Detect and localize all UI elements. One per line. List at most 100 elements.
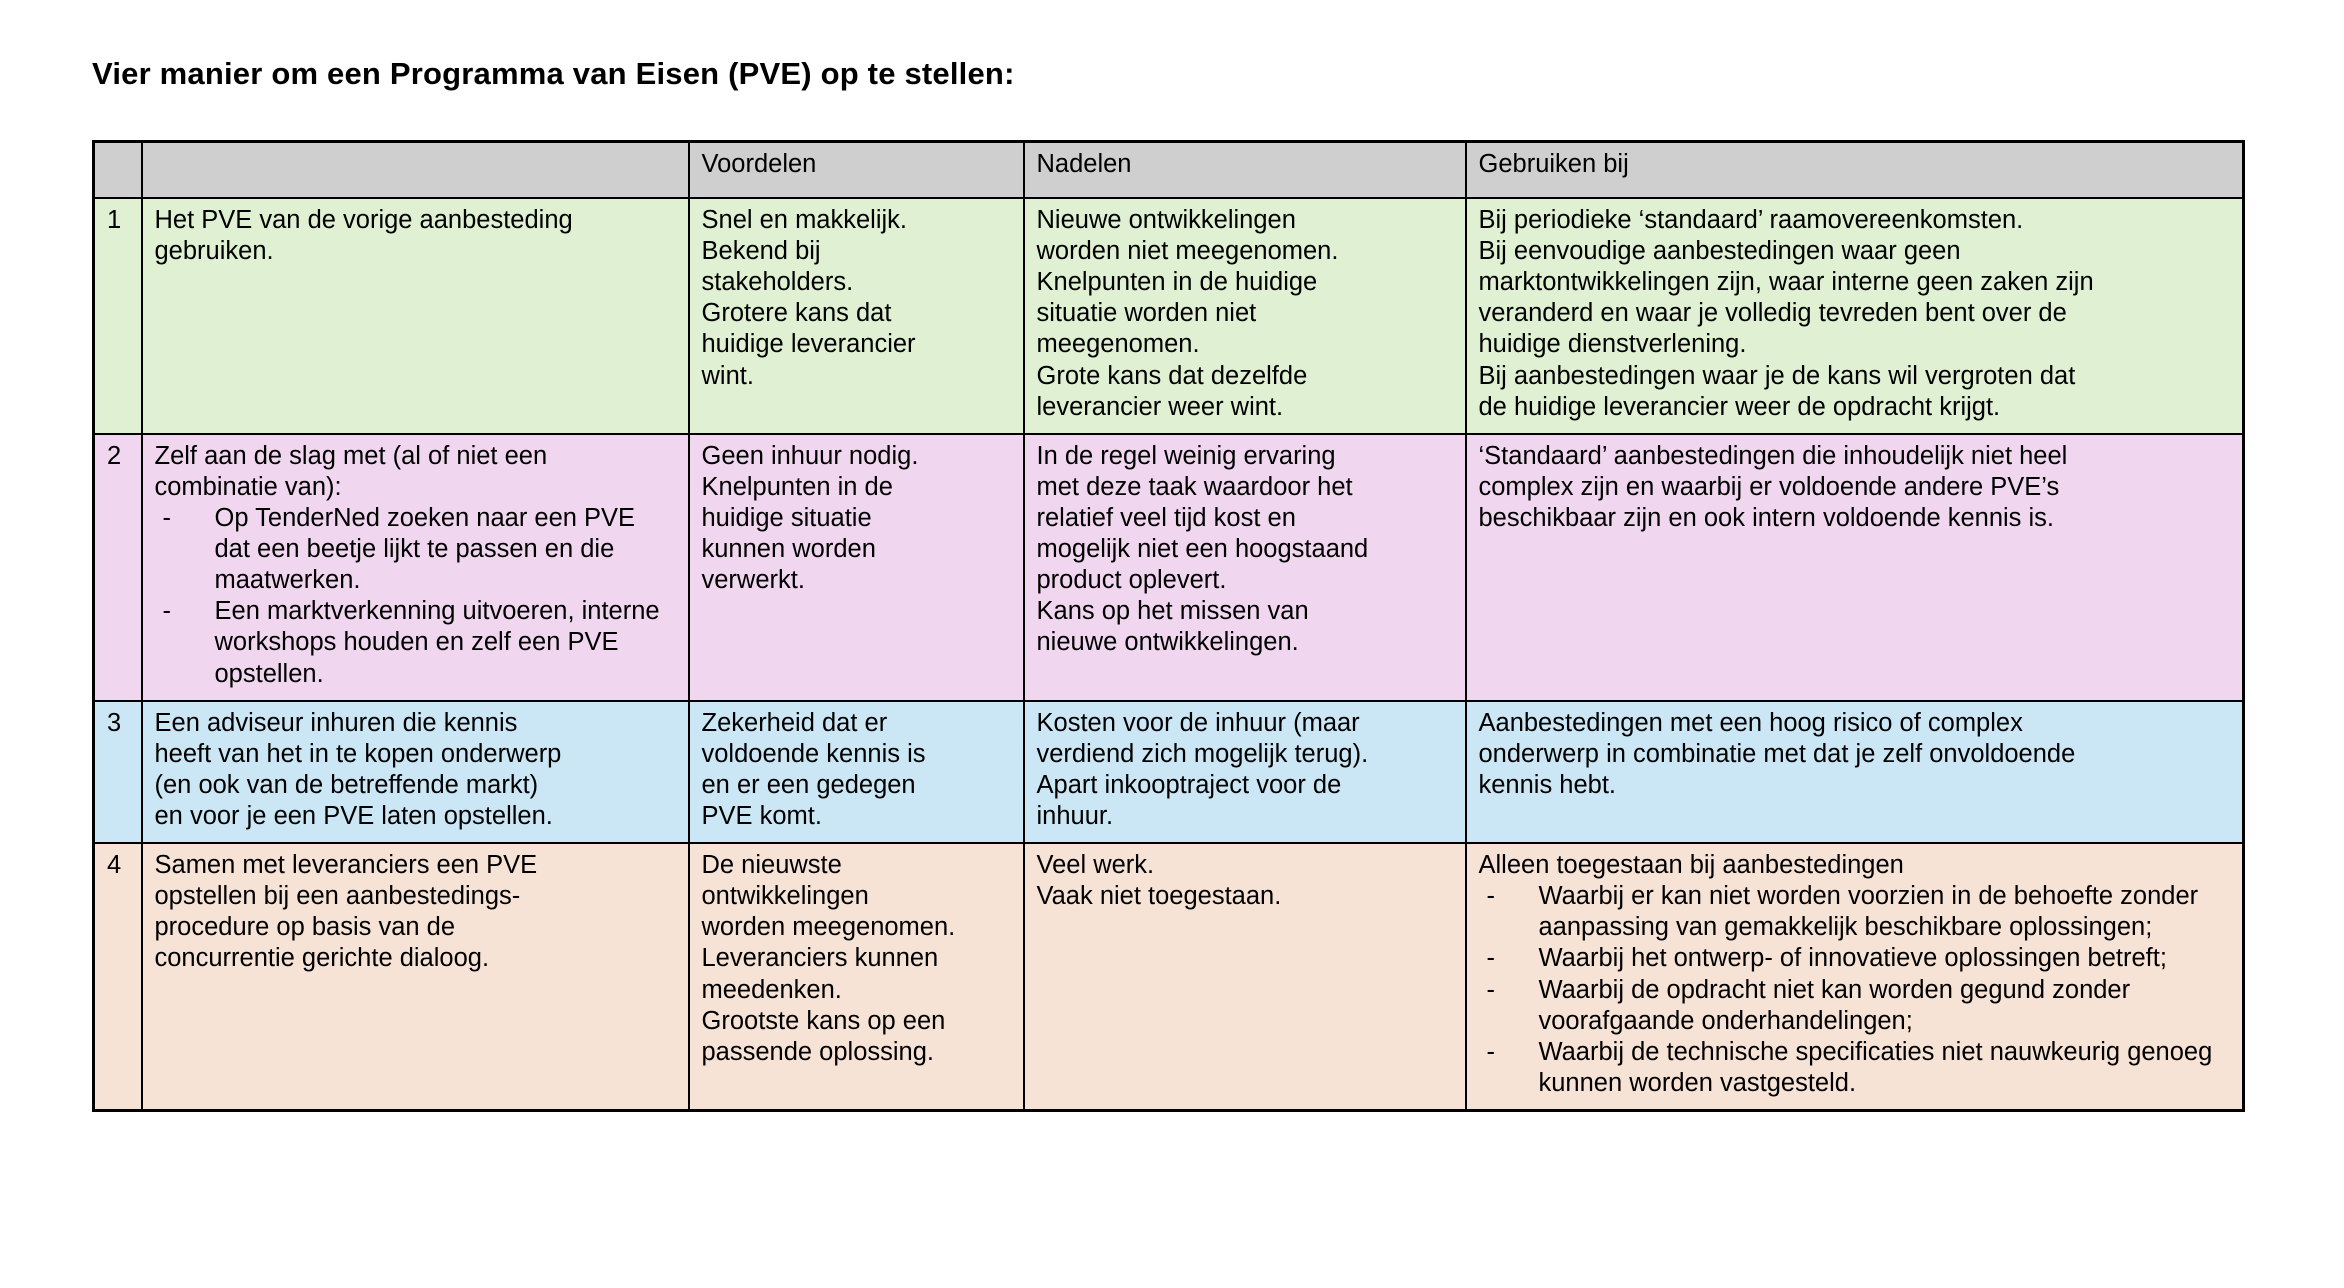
- bullet-text: Waarbij er kan niet worden voorzien in d…: [1538, 882, 2199, 942]
- gebruiken-bullet-list: - Waarbij er kan niet worden voorzien in …: [1479, 881, 2233, 1099]
- row-gebruiken-bij: Bij periodieke ‘standaard’ raamovereenko…: [1464, 197, 2245, 435]
- row-number: 2: [92, 432, 143, 702]
- text-line: ‘Standaard’ aanbestedingen die inhoudeli…: [1478, 441, 2068, 470]
- text-line: Bekend bij: [701, 237, 821, 266]
- bullet-text: Waarbij de technische specificaties niet…: [1538, 1037, 2213, 1097]
- text-line: wint.: [701, 361, 754, 390]
- header-cell-number: [92, 140, 143, 199]
- text-line: Het PVE van de vorige aanbesteding: [154, 206, 573, 234]
- text-line: Samen met leveranciers een PVE: [154, 851, 538, 880]
- row-number: 3: [92, 699, 143, 845]
- row-gebruiken-bij: Aanbestedingen met een hoog risico of co…: [1464, 699, 2245, 845]
- bullet-item: - Een marktverkenning uitvoeren, interne …: [155, 596, 678, 689]
- text-line: huidige leverancier: [701, 330, 916, 359]
- text-line: en voor je een PVE laten opstellen.: [154, 801, 553, 830]
- row-number: 1: [92, 197, 143, 435]
- bullet-text: Op TenderNed zoeken naar een PVE dat een…: [214, 503, 636, 595]
- text-line: relatief veel tijd kost en: [1036, 503, 1296, 532]
- text-line: mogelijk niet een hoogstaand: [1036, 535, 1369, 564]
- text-line: passende oplossing.: [701, 1037, 935, 1066]
- text-line: onderwerp in combinatie met dat je zelf …: [1478, 739, 2076, 768]
- text-line: kennis hebt.: [1478, 770, 1617, 799]
- text-line: en er een gedegen: [701, 770, 916, 799]
- text-line: voldoende kennis is: [701, 739, 926, 768]
- text-line: In de regel weinig ervaring: [1036, 441, 1336, 470]
- pve-table-container: Voordelen Nadelen Gebruiken bij 1 Het PV…: [92, 140, 2245, 1112]
- text-line: Alleen toegestaan bij aanbestedingen: [1478, 851, 1904, 880]
- bullet-text: Een marktverkenning uitvoeren, interne w…: [214, 597, 660, 688]
- row-number: 4: [92, 842, 143, 1112]
- text-line: Grootste kans op een: [701, 1006, 946, 1035]
- text-line: met deze taak waardoor het: [1036, 472, 1353, 501]
- bullet-item: - Op TenderNed zoeken naar een PVE dat ee…: [155, 503, 678, 596]
- bullet-dash-marker: -: [1486, 882, 1496, 911]
- row-gebruiken-bij: ‘Standaard’ aanbestedingen die inhoudeli…: [1464, 432, 2245, 702]
- header-cell-nadelen: Nadelen: [1022, 140, 1467, 199]
- text-line: Bij aanbestedingen waar je de kans wil v…: [1478, 361, 2076, 390]
- text-line: Vaak niet toegestaan.: [1036, 882, 1282, 911]
- text-line: heeft van het in te kopen onderwerp: [154, 739, 562, 768]
- text-line: huidige dienstverlening.: [1478, 330, 1747, 359]
- bullet-dash-marker: -: [1486, 1037, 1496, 1066]
- text-line: worden niet meegenomen.: [1036, 237, 1339, 266]
- gebruiken-lines: Aanbestedingen met een hoog risico of co…: [1479, 708, 2233, 801]
- text-line: meegenomen.: [1036, 330, 1200, 359]
- text-line: Apart inkooptraject voor de: [1036, 770, 1342, 799]
- text-line: marktontwikkelingen zijn, waar interne g…: [1478, 268, 2094, 297]
- text-line: leverancier weer wint.: [1036, 392, 1284, 421]
- bullet-dash-marker: -: [1486, 975, 1496, 1004]
- header-row: Voordelen Nadelen Gebruiken bij: [92, 140, 2245, 199]
- text-line: concurrentie gerichte dialoog.: [154, 944, 490, 973]
- pve-comparison-table: Voordelen Nadelen Gebruiken bij 1 Het PV…: [92, 140, 2245, 1112]
- text-line: complex zijn en waarbij er voldoende and…: [1478, 472, 2060, 501]
- header-cell-description: [140, 140, 690, 199]
- text-line: Grote kans dat dezelfde: [1036, 361, 1308, 390]
- gebruiken-lines: Bij periodieke ‘standaard’ raamovereenko…: [1479, 205, 2233, 423]
- gebruiken-lines: Alleen toegestaan bij aanbestedingen: [1479, 850, 2233, 881]
- text-line: De nieuwste: [701, 851, 842, 880]
- nadelen-lines: Veel werk.Vaak niet toegestaan.: [1037, 850, 1455, 912]
- text-line: Kans op het missen van: [1036, 597, 1309, 626]
- bullet-dash-marker: -: [162, 503, 172, 532]
- text-line: ontwikkelingen: [701, 882, 869, 911]
- text-line: Zekerheid dat er: [701, 708, 888, 737]
- text-line: Grotere kans dat: [701, 299, 892, 328]
- page-title: Vier manier om een Programma van Eisen (…: [92, 56, 1015, 91]
- text-line: Knelpunten in de: [701, 472, 893, 501]
- text-line: Bij eenvoudige aanbestedingen waar geen: [1478, 237, 1961, 266]
- bullet-dash-marker: -: [162, 597, 172, 626]
- bullet-item: - Waarbij de opdracht niet kan worden geg…: [1479, 975, 2233, 1037]
- text-line: de huidige leverancier weer de opdracht …: [1478, 392, 2001, 421]
- table-header: Voordelen Nadelen Gebruiken bij: [92, 140, 2245, 199]
- text-line: opstellen bij een aanbestedings-: [154, 882, 521, 911]
- text-line: worden meegenomen.: [701, 913, 956, 942]
- bullet-text: Waarbij de opdracht niet kan worden gegu…: [1538, 975, 2131, 1035]
- text-line: kunnen worden: [701, 535, 876, 564]
- bullet-item: -Waarbij het ontwerp- of innovatieve opl…: [1479, 943, 2233, 974]
- text-line: combinatie van):: [154, 472, 342, 501]
- text-line: nieuwe ontwikkelingen.: [1036, 628, 1299, 657]
- text-line: stakeholders.: [701, 268, 854, 297]
- text-line: Knelpunten in de huidige: [1036, 268, 1318, 297]
- text-line: product oplevert.: [1036, 566, 1227, 595]
- bullet-item: - Waarbij er kan niet worden voorzien in …: [1479, 881, 2233, 943]
- bullet-text: Waarbij het ontwerp- of innovatieve oplo…: [1538, 944, 2167, 973]
- text-line: huidige situatie: [701, 503, 872, 532]
